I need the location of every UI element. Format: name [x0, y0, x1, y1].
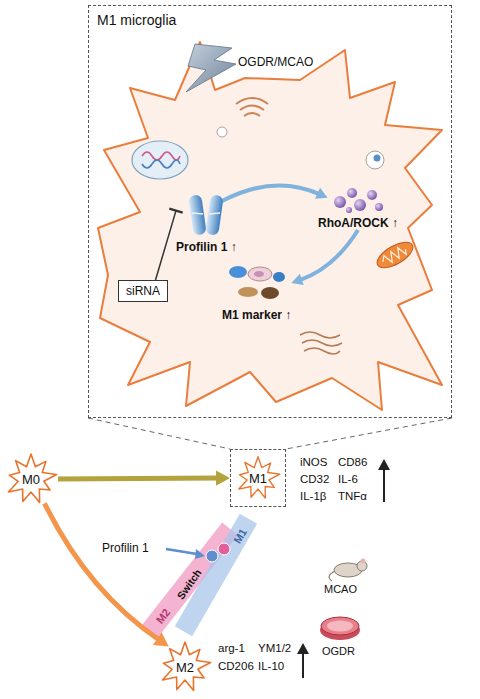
cell-state: M2: [158, 640, 212, 694]
band-label: M1: [231, 526, 249, 545]
golgi: [236, 98, 268, 116]
node-label: RhoA/ROCK ↑: [318, 216, 398, 230]
annotation-label: CD32: [300, 473, 329, 485]
m1-marker-icon: [226, 262, 288, 306]
frame-heading: M1 microglia: [97, 12, 176, 28]
m1-marker-up-arrow: [378, 459, 390, 502]
nucleus: [132, 141, 188, 179]
dish-icon: [320, 617, 360, 640]
node-label: M1 marker ↑: [222, 308, 291, 322]
protein-node: Profilin 1 ↑: [176, 192, 237, 254]
node-label: M0: [22, 472, 40, 487]
switch-bands: [142, 514, 257, 638]
mitochondrion: [373, 237, 417, 273]
annotation-label: Profilin 1: [102, 541, 149, 555]
rhoa-rock-icon: [330, 184, 386, 214]
annotation-label: IL-10: [258, 660, 284, 672]
node-label: M1: [249, 471, 267, 486]
marker-node: M1 marker ↑: [222, 262, 291, 322]
endoplasmic-reticulum: [300, 332, 342, 354]
band-label: Switch: [174, 567, 203, 602]
cell-state: M0: [4, 452, 58, 506]
profilin-pointer: [166, 549, 205, 559]
m2-marker-up-arrow: [297, 643, 309, 678]
cell-state: M1: [230, 449, 286, 507]
annotation-label: MCAO: [324, 583, 357, 595]
node-label: M2: [176, 660, 194, 675]
annotation-label: arg-1: [218, 642, 245, 654]
annotation-label: OGDR: [322, 645, 355, 657]
rat-icon: [329, 559, 367, 582]
connector: [58, 470, 230, 485]
annotation-label: TNFα: [338, 490, 367, 502]
annotation-label: IL-1β: [300, 490, 326, 502]
profilin-icon: [183, 192, 229, 238]
annotation-label: CD206: [218, 660, 254, 672]
connector: [291, 230, 358, 285]
connector: [45, 503, 169, 646]
annotation-label: IL-6: [338, 473, 358, 485]
lightning-bolt: [186, 44, 236, 92]
annotation-label: iNOS: [300, 456, 327, 468]
connector: [88, 418, 230, 449]
sirna-box: siRNA: [118, 280, 168, 302]
protein-node: RhoA/ROCK ↑: [318, 184, 398, 230]
connector: [286, 418, 452, 449]
vesicle: [217, 127, 384, 169]
annotation-label: OGDR/MCAO: [238, 55, 313, 69]
connector: [222, 185, 328, 201]
microglia-cell: [98, 42, 442, 410]
annotation-label: YM1/2: [258, 642, 291, 654]
node-label: siRNA: [126, 284, 160, 298]
node-label: Profilin 1 ↑: [176, 240, 237, 254]
band-label: M2: [154, 606, 173, 625]
annotation-label: CD86: [338, 456, 367, 468]
